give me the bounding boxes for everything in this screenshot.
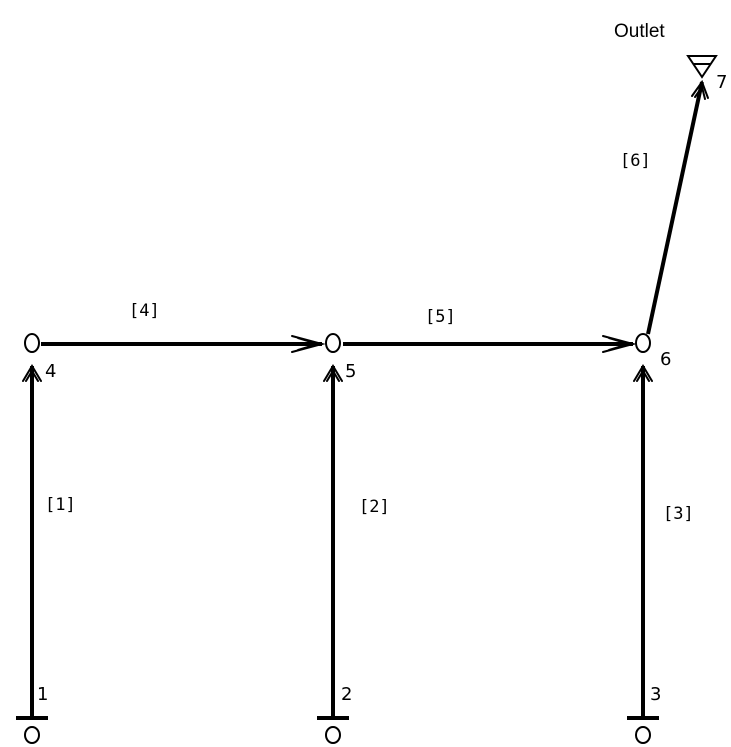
- source-node-1[interactable]: [16, 716, 48, 744]
- link-1[interactable]: [22, 364, 42, 718]
- outlet-node-7[interactable]: [686, 55, 718, 79]
- link-label-3: [3]: [663, 504, 694, 524]
- source-node-2[interactable]: [317, 716, 349, 744]
- link-3[interactable]: [633, 364, 653, 718]
- link-2[interactable]: [323, 364, 343, 718]
- link-5[interactable]: [343, 335, 637, 353]
- node-label-1: 1: [37, 684, 48, 705]
- node-label-6: 6: [660, 349, 671, 370]
- link-label-5: [5]: [425, 307, 456, 327]
- node-label-5: 5: [345, 361, 356, 382]
- junction-node-6[interactable]: [635, 333, 651, 353]
- outlet-label: Outlet: [614, 21, 665, 42]
- link-label-4: [4]: [129, 301, 160, 321]
- node-label-2: 2: [341, 684, 352, 705]
- link-label-2: [2]: [359, 497, 390, 517]
- junction-node-5[interactable]: [325, 333, 341, 353]
- source-node-3[interactable]: [627, 716, 659, 744]
- link-6[interactable]: [646, 79, 709, 335]
- node-label-4: 4: [45, 361, 56, 382]
- node-label-3: 3: [650, 684, 661, 705]
- node-label-7: 7: [716, 72, 727, 93]
- junction-node-4[interactable]: [24, 333, 40, 353]
- link-label-1: [1]: [45, 495, 76, 515]
- link-4[interactable]: [41, 335, 326, 353]
- link-label-6: [6]: [620, 151, 651, 171]
